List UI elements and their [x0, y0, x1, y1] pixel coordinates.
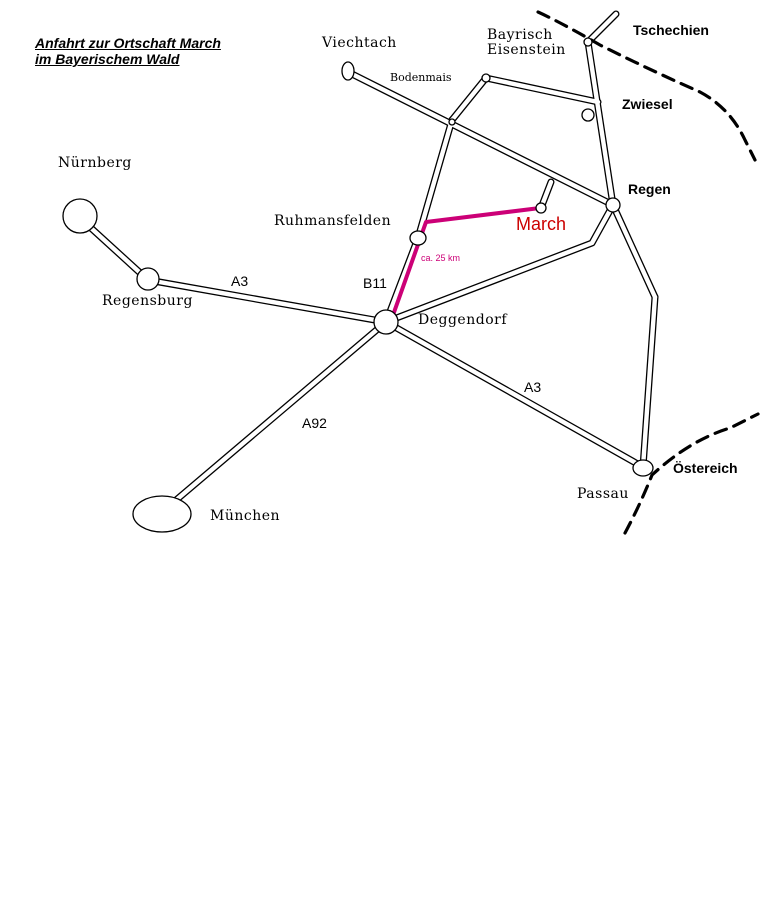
label-bayrisch: Bayrisch	[487, 27, 553, 43]
label-bodenmais: Bodenmais	[390, 71, 452, 84]
label-regensburg: Regensburg	[102, 293, 193, 309]
label-eisenstein: Eisenstein	[487, 42, 566, 58]
label-road-a92: A92	[302, 415, 327, 431]
marker-regensburg	[136, 267, 160, 291]
label-march: March	[516, 214, 566, 234]
map-title-line2: im Bayerischem Wald	[35, 51, 180, 67]
border-oesterreich	[623, 412, 760, 535]
marker-muenchen	[132, 495, 192, 533]
label-passau: Passau	[577, 486, 629, 502]
marker-zwiesel	[581, 108, 595, 122]
label-route-distance: ca. 25 km	[421, 253, 460, 263]
marker-deggendorf	[373, 309, 399, 335]
label-deggendorf: Deggendorf	[418, 312, 508, 328]
label-regen: Regen	[628, 181, 671, 197]
marker-ruhmansfelden	[409, 230, 427, 246]
marker-march	[535, 202, 547, 214]
marker-passau	[632, 459, 654, 477]
marker-bodenmais	[481, 73, 491, 83]
city-markers	[62, 37, 654, 533]
marker-junction	[448, 118, 456, 126]
label-road-a3-west: A3	[231, 273, 248, 289]
marker-regen	[605, 197, 621, 213]
marker-bayrisch-eisenstein	[583, 37, 593, 47]
label-viechtach: Viechtach	[321, 35, 397, 51]
label-muenchen: München	[210, 508, 280, 524]
road-network	[76, 10, 659, 516]
border-tschechien	[536, 10, 757, 162]
highlighted-route-to-march	[390, 206, 542, 320]
label-tschechien: Tschechien	[633, 22, 709, 38]
label-oesterreich: Östereich	[673, 460, 738, 476]
label-nuernberg: Nürnberg	[58, 155, 132, 171]
label-zwiesel: Zwiesel	[622, 96, 673, 112]
label-road-b11: B11	[363, 275, 387, 291]
label-road-a3-east: A3	[524, 379, 541, 395]
marker-nuernberg	[62, 198, 98, 234]
map-title-line1: Anfahrt zur Ortschaft March	[35, 35, 221, 51]
marker-viechtach	[341, 61, 355, 81]
label-ruhmansfelden: Ruhmansfelden	[274, 213, 391, 229]
